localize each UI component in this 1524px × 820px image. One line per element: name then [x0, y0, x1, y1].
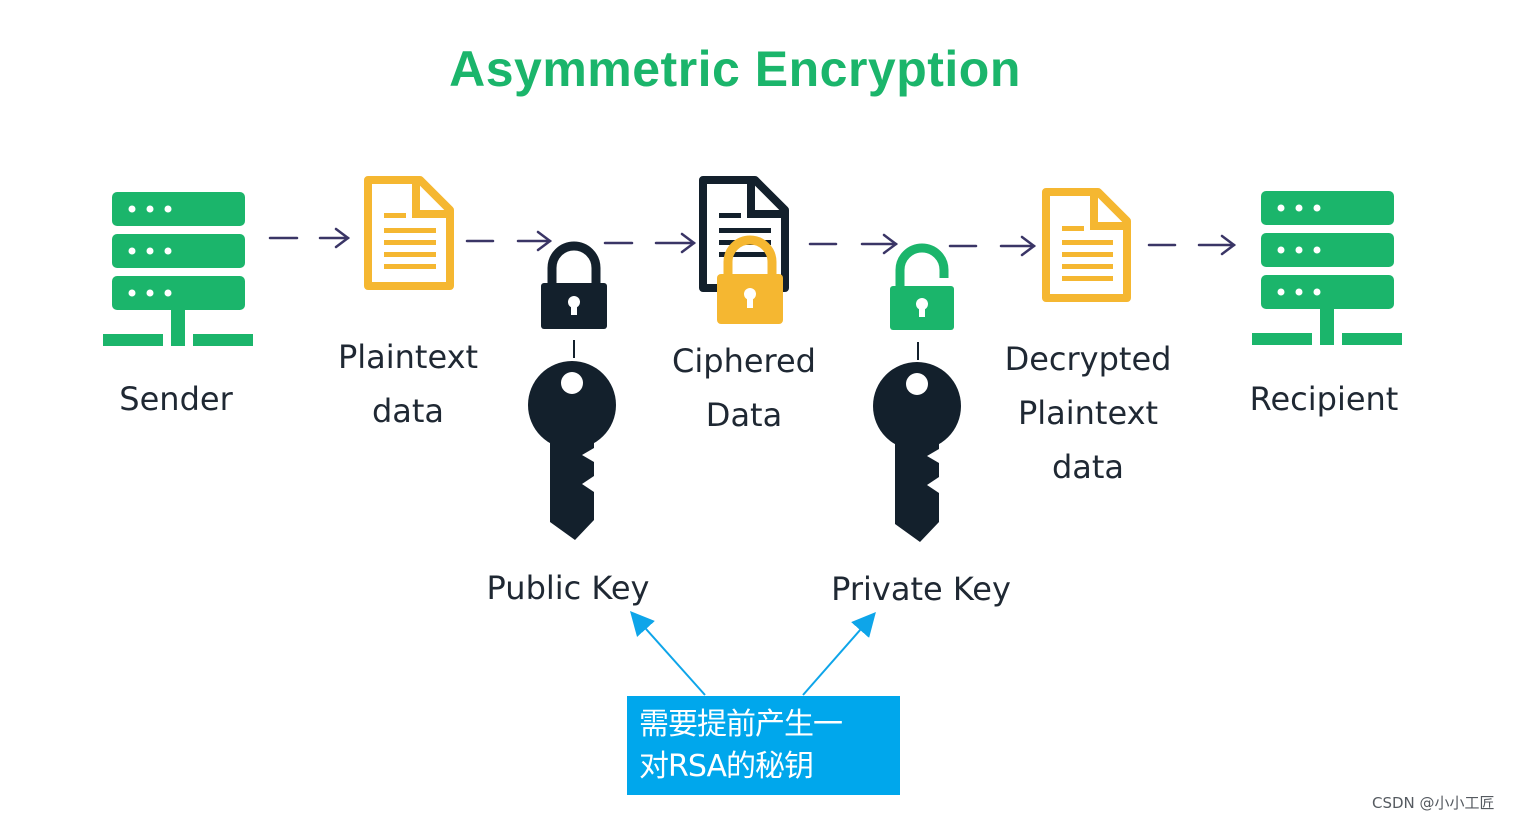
- plaintext-document-icon: [364, 176, 454, 290]
- ciphered-label: Ciphered Data: [672, 342, 816, 434]
- recipient-label: Recipient: [1249, 380, 1399, 418]
- padlock-closed-icon: [541, 241, 607, 329]
- flow-arrows: [268, 227, 1237, 257]
- public-key-icon: [528, 361, 616, 540]
- diagram-title: Asymmetric Encryption: [449, 41, 1021, 97]
- recipient-server-icon: [1252, 191, 1402, 345]
- private-key-label: Private Key: [831, 570, 1011, 608]
- sender-label: Sender: [119, 380, 233, 418]
- callout-arrows: [630, 611, 876, 696]
- sender-server-icon: [103, 192, 253, 346]
- gold-padlock-icon: [717, 235, 783, 324]
- watermark: CSDN @小小工匠: [1372, 794, 1495, 812]
- decrypted-label: Decrypted Plaintext data: [1004, 340, 1172, 486]
- public-key-label: Public Key: [486, 569, 650, 607]
- ciphered-document-icon: [699, 176, 789, 292]
- plaintext-label: Plaintext data: [337, 338, 479, 430]
- rsa-note-box: 需要提前产生一 对RSA的秘钥: [627, 696, 900, 795]
- decrypted-document-icon: [1042, 188, 1131, 302]
- private-key-icon: [873, 362, 961, 542]
- padlock-open-icon: [890, 243, 954, 330]
